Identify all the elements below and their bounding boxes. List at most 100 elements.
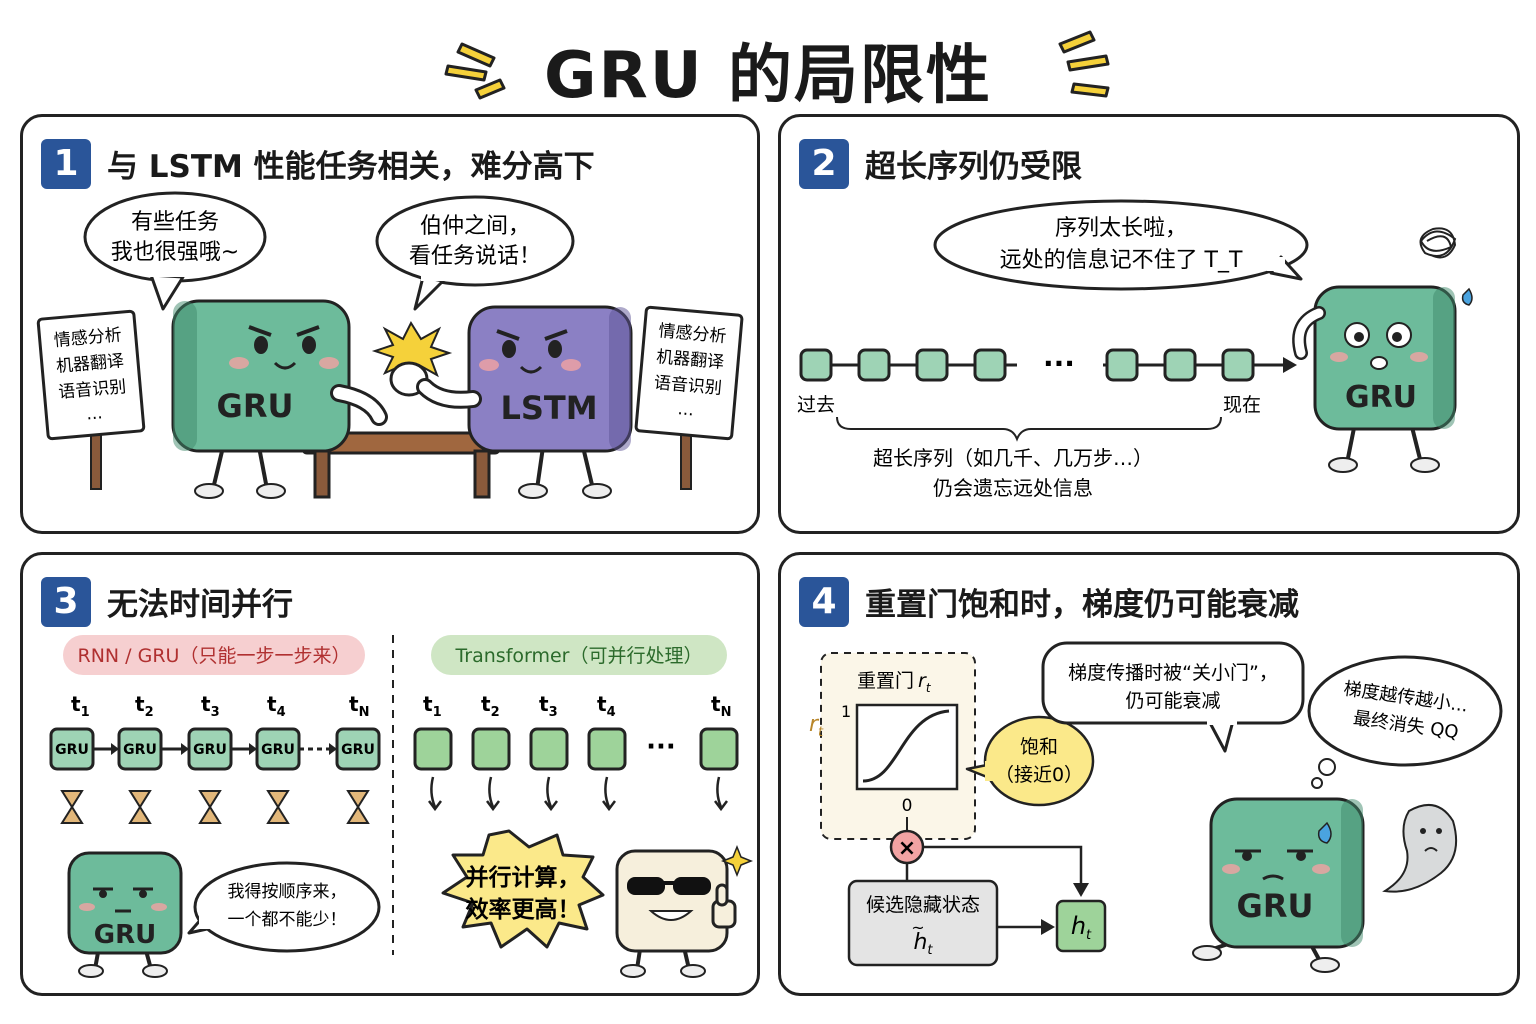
step-label: t4 xyxy=(267,692,286,720)
panel-lstm-comparison: 1 与 LSTM 性能任务相关，难分高下 有些任务 我也很强哦~ 伯仲之间， 看… xyxy=(20,114,760,534)
panel-number-badge: 1 xyxy=(41,139,91,189)
sparkle-icon xyxy=(720,844,754,878)
gradient-speech-bubble: 梯度传播时被“关小门”， 仍可能衰减 xyxy=(1041,641,1305,753)
transformer-pill-label: Transformer（可并行处理） xyxy=(454,645,702,667)
speech-bubble-left: 有些任务 我也很强哦~ xyxy=(83,191,267,311)
panel-long-sequence: 2 超长序列仍受限 序列太长啦， 远处的信息记不住了 T_T ··· 过去 现在… xyxy=(778,114,1520,534)
sequential-steps: t1 t2 t3 t4 tN GRU GRU GRU GRU GRU xyxy=(49,692,381,824)
sequence-chain: ··· xyxy=(799,347,1297,382)
speech-bubble: 我得按顺序来， 一个都不能少！ xyxy=(187,861,381,953)
caption-line: 超长序列（如几千、几万步…） xyxy=(873,446,1153,470)
gru-label: GRU xyxy=(1345,380,1417,415)
hourglass-icon xyxy=(60,790,370,824)
ellipsis: ··· xyxy=(646,732,676,762)
transformer-pill xyxy=(431,635,727,675)
page-title: GRU 的局限性 xyxy=(543,39,993,113)
sparkle-right-icon xyxy=(1058,30,1110,98)
r-axis-label: rt xyxy=(809,712,824,740)
sequence-diagram: 序列太长啦， 远处的信息记不住了 T_T ··· 过去 现在 超长序列（如几千、… xyxy=(797,199,1473,500)
gru-label: GRU xyxy=(217,387,294,425)
panel-title: 无法时间并行 xyxy=(107,587,293,623)
panel-title: 与 LSTM 性能任务相关，难分高下 xyxy=(107,149,595,185)
wooden-table xyxy=(301,431,501,499)
bubble-text-line: 我得按顺序来， xyxy=(228,882,347,902)
sequence-node xyxy=(857,348,891,382)
down-arrows xyxy=(428,776,728,812)
panel-title: 超长序列仍受限 xyxy=(865,149,1082,185)
burst-text-line: 效率更高！ xyxy=(466,896,581,923)
step-label: t1 xyxy=(71,692,90,720)
bubble-text-line: 仍可能衰减 xyxy=(1125,690,1220,712)
tired-gru-character: GRU xyxy=(1192,797,1365,973)
gru-cell-label: GRU xyxy=(193,742,227,758)
burst-text-line: 并行计算， xyxy=(466,864,581,891)
multiply-symbol: × xyxy=(898,836,916,861)
sparkle-left-icon xyxy=(444,42,506,100)
bubble-text-line: 伯仲之间， xyxy=(420,214,530,239)
parallel-steps: t1 t2 t3 t4 tN ··· xyxy=(413,692,739,812)
now-label: 现在 xyxy=(1223,394,1261,416)
sequence-node xyxy=(1221,348,1255,382)
parallel-comparison-diagram: RNN / GRU（只能一步一步来） Transformer（可并行处理） t1… xyxy=(49,635,754,978)
sweat-drop-icon xyxy=(1317,821,1332,844)
speech-bubble: 序列太长啦， 远处的信息记不住了 T_T xyxy=(933,199,1309,291)
sign-text-line: ... xyxy=(85,403,103,424)
arm-wrestling-scene: 有些任务 我也很强哦~ 伯仲之间， 看任务说话！ 情感分析 机器翻译 语音识别 … xyxy=(36,191,744,499)
rnn-pill-label: RNN / GRU（只能一步一步来） xyxy=(78,645,351,667)
sequence-node xyxy=(915,348,949,382)
task-sign-right: 情感分析 机器翻译 语音识别 ... xyxy=(634,305,744,490)
gru-cell-label: GRU xyxy=(261,742,295,758)
lstm-label: LSTM xyxy=(500,389,597,427)
sequence-node xyxy=(799,348,833,382)
step-label: t1 xyxy=(423,692,442,720)
ellipsis: ··· xyxy=(1043,347,1075,380)
candidate-label: 候选隐藏状态 xyxy=(866,894,980,916)
sad-gru-character: GRU xyxy=(67,851,183,978)
output-h-symbol: ht xyxy=(1071,912,1092,943)
task-sign-left: 情感分析 机器翻译 语音识别 ... xyxy=(36,309,146,490)
panel-no-parallel: 3 无法时间并行 RNN / GRU（只能一步一步来） Transformer（… xyxy=(20,552,760,996)
gru-character: GRU xyxy=(171,299,388,499)
transformer-cell xyxy=(699,727,739,771)
sunglasses-icon xyxy=(627,877,665,895)
bubble-text-line: 有些任务 xyxy=(131,210,219,235)
output-h-box xyxy=(1055,899,1107,953)
sigmoid-plot-frame xyxy=(855,703,959,791)
speech-bubble-right: 伯仲之间， 看任务说话！ xyxy=(375,195,575,311)
sequence-node xyxy=(1105,348,1139,382)
gru-cell-label: GRU xyxy=(55,742,89,758)
gru-label: GRU xyxy=(1237,887,1314,925)
cloud-text-line: （接近0） xyxy=(995,764,1083,786)
sign-text-line: ... xyxy=(677,399,695,420)
bubble-text-line: 一个都不能少！ xyxy=(228,910,347,930)
sequence-node xyxy=(973,348,1007,382)
panel-number-badge: 3 xyxy=(41,577,91,627)
transformer-cell xyxy=(471,727,511,771)
gru-cell-label: GRU xyxy=(123,742,157,758)
title-area: GRU 的局限性 xyxy=(0,14,1536,113)
lstm-character: LSTM xyxy=(416,305,633,499)
cool-transformer-character xyxy=(615,844,754,978)
step-label: t3 xyxy=(539,692,558,720)
caption-line: 仍会遗忘远处信息 xyxy=(933,476,1093,500)
step-label: tN xyxy=(711,692,731,720)
bubble-text-line: 远处的信息记不住了 T_T xyxy=(1000,248,1243,273)
burst-shape: 并行计算， 效率更高！ xyxy=(441,829,605,949)
transformer-cell xyxy=(413,727,453,771)
sequence-node xyxy=(1163,348,1197,382)
tilde-mark: ~ xyxy=(911,918,924,937)
axis-one: 1 xyxy=(841,702,851,721)
bubble-text-line: 看任务说话！ xyxy=(409,244,541,269)
candidate-state-box xyxy=(847,879,999,967)
bubble-text-line: 我也很强哦~ xyxy=(111,240,239,265)
panel-title: 重置门饱和时，梯度仍可能衰减 xyxy=(865,587,1299,623)
brace xyxy=(836,416,1222,442)
past-label: 过去 xyxy=(797,394,835,416)
scribble-icon xyxy=(1419,227,1457,259)
bubble-text-line: 梯度传播时被“关小门”， xyxy=(1068,662,1278,684)
confused-gru-character: GRU xyxy=(1292,227,1473,473)
step-label: tN xyxy=(349,692,369,720)
